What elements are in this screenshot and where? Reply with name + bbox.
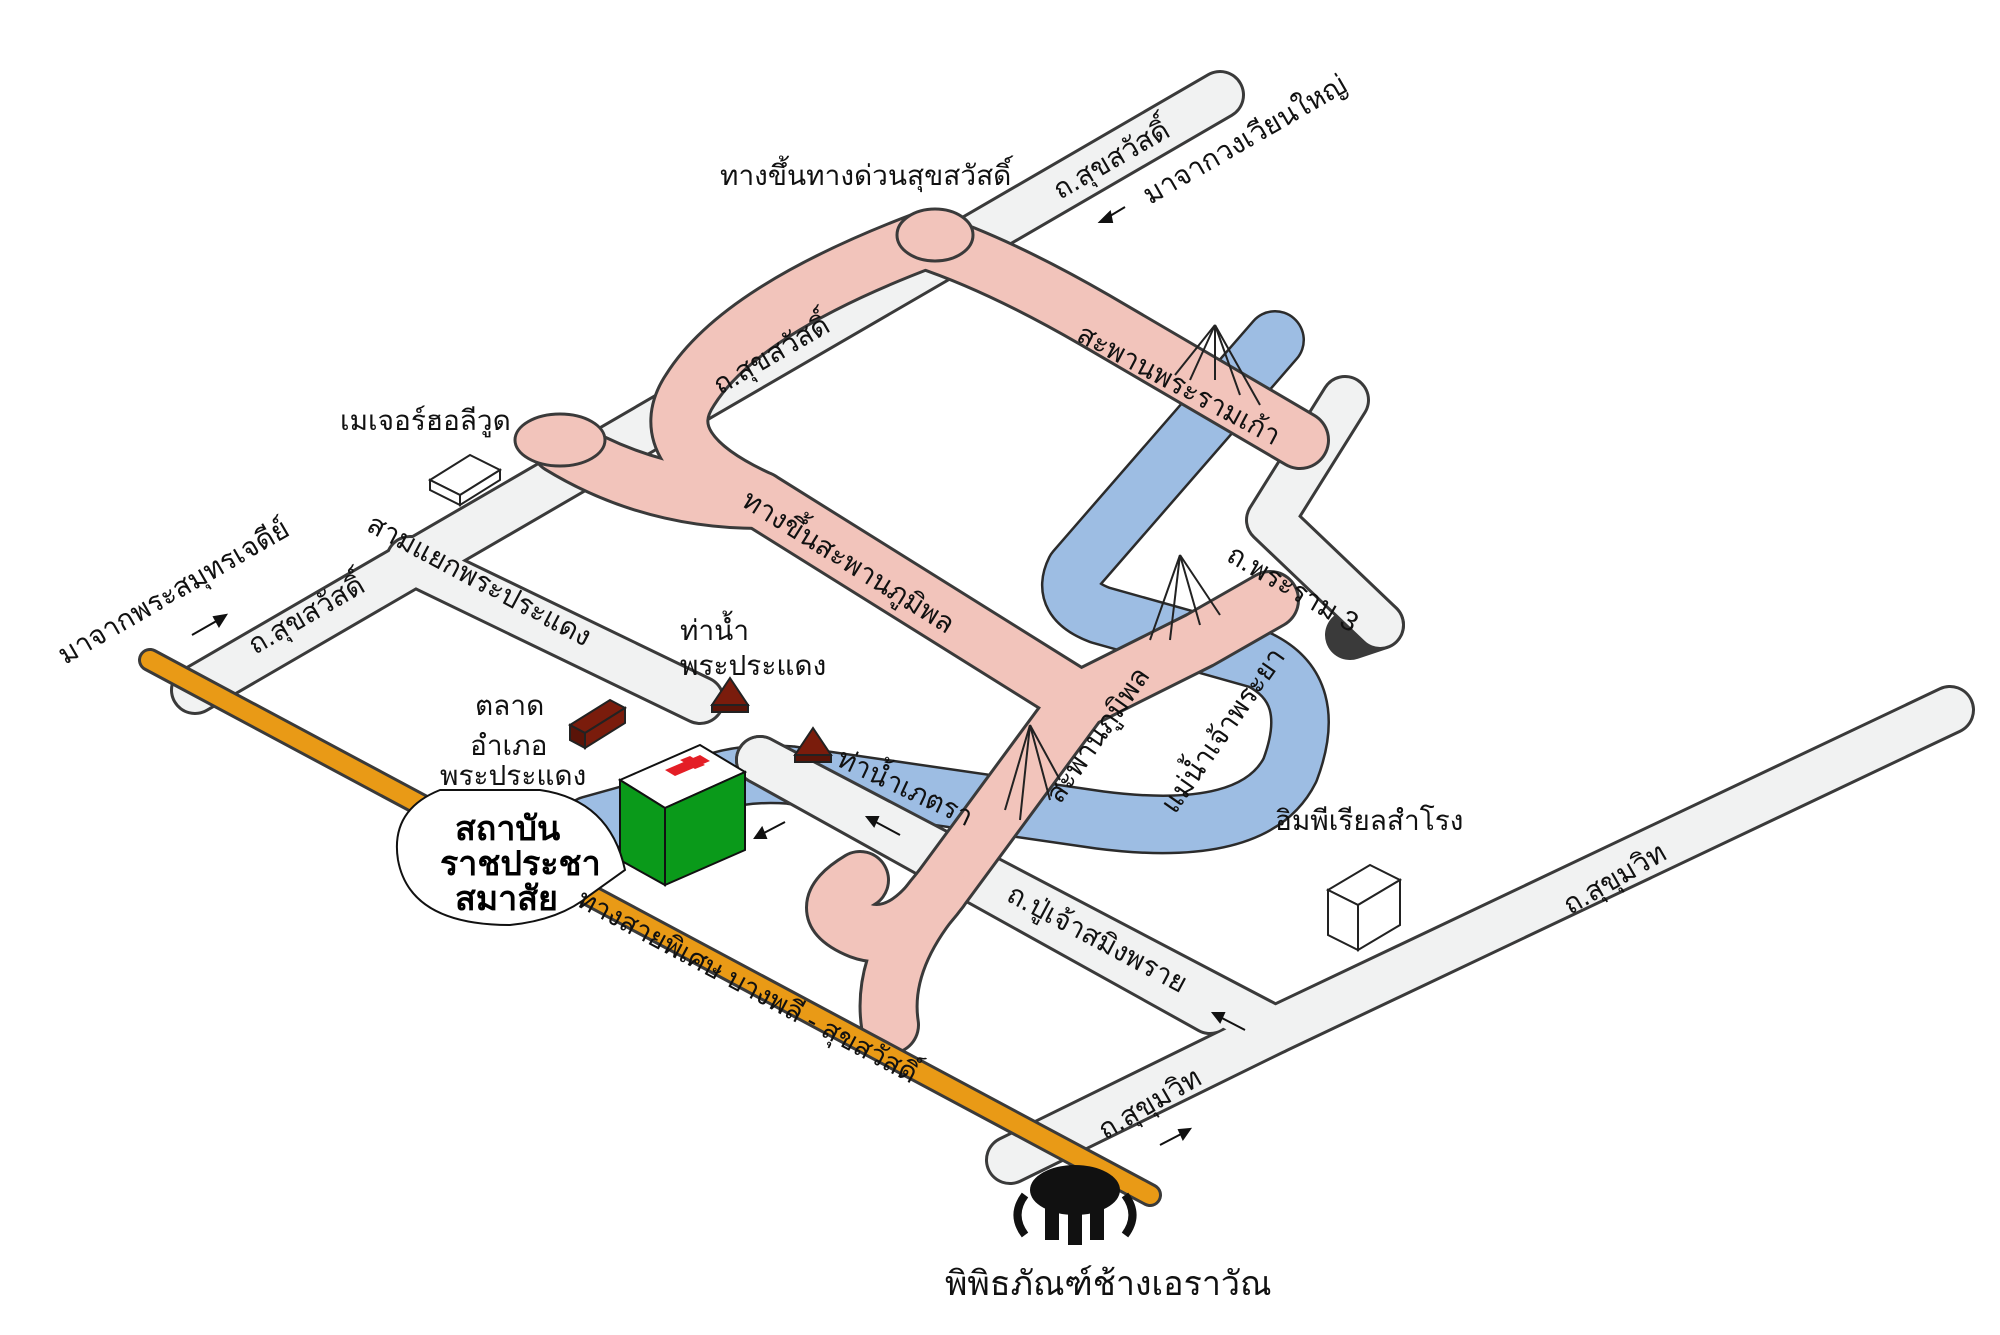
arrow-from-phra-samut-chedi bbox=[191, 613, 229, 636]
label-major-hollywood: เมเจอร์ฮอลีวูด bbox=[340, 405, 511, 438]
bridge-ramps bbox=[513, 207, 1330, 1055]
suksawat-interchange-ring bbox=[895, 207, 975, 263]
label-pier-phra-pradaeng-2: พระประแดง bbox=[680, 650, 826, 681]
sam-yaek-interchange-ring bbox=[513, 412, 607, 468]
bhumibol-pylon-north bbox=[1149, 554, 1221, 641]
buildings bbox=[427, 453, 1403, 952]
red-cross-icon bbox=[665, 755, 710, 776]
special-highway bbox=[138, 648, 1162, 1207]
label-market-2: อำเภอ bbox=[470, 730, 547, 761]
bhumibol-pylon-south bbox=[1004, 724, 1061, 821]
label-institute-2: ราชประชา bbox=[440, 845, 601, 883]
label-market-1: ตลาด bbox=[475, 690, 544, 721]
label-institute-3: สมาสัย bbox=[455, 880, 558, 918]
label-imperial-samrong: อิมพีเรียลสำโรง bbox=[1275, 804, 1463, 836]
arrow-phetra-road bbox=[864, 816, 901, 836]
bridge-pylons bbox=[1004, 324, 1261, 821]
label-bhumibol-onramp: ทางขึ้นสะพานภูมิพล bbox=[736, 480, 963, 642]
arrow-sukhumvit bbox=[1159, 1127, 1193, 1146]
arrow-into-hospital-road bbox=[753, 821, 786, 839]
label-erawan-museum: พิพิธภัณฑ์ช้างเอราวัณ bbox=[945, 1265, 1272, 1303]
market-building bbox=[568, 698, 627, 750]
direction-arrows bbox=[191, 206, 1246, 1146]
major-hollywood-building bbox=[427, 453, 503, 507]
arrow-from-wongwian-yai bbox=[1097, 206, 1126, 223]
label-institute-1: สถาบัน bbox=[455, 810, 560, 848]
institute-callout bbox=[395, 789, 627, 927]
imperial-samrong-building bbox=[1325, 863, 1403, 952]
rama9-pylon bbox=[1174, 324, 1261, 406]
label-pier-phra-pradaeng-1: ท่าน้ำ bbox=[680, 610, 749, 646]
arrow-poo-chao-road bbox=[1210, 1012, 1246, 1031]
temple-icon-phetra bbox=[793, 726, 833, 763]
hospital-building bbox=[617, 743, 748, 887]
elephant-icon bbox=[1013, 1165, 1137, 1245]
label-expressway-onramp: ทางขึ้นทางด่วนสุขสวัสดิ์ bbox=[720, 155, 1014, 193]
label-market-3: พระประแดง bbox=[440, 760, 586, 791]
temple-icon-phra-pradaeng bbox=[710, 676, 750, 713]
label-poo-chao-saming-phrai: ถ.ปู่เจ้าสมิงพราย bbox=[1001, 878, 1192, 1001]
